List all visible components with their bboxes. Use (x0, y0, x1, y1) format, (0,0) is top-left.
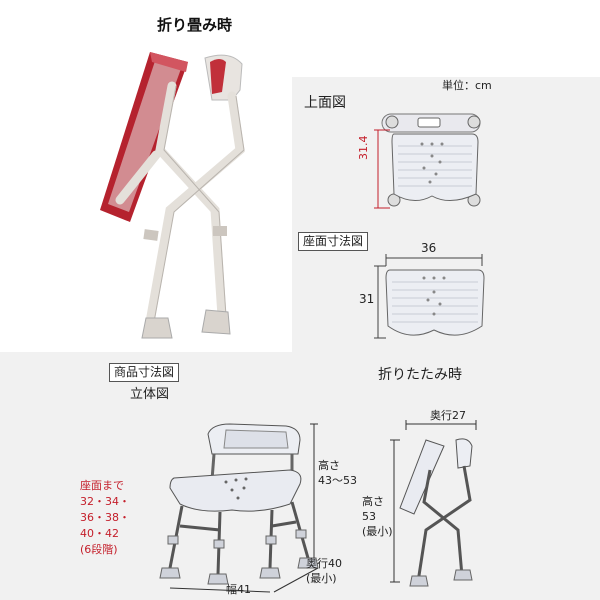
seat-dims-label: 座面寸法図 (298, 232, 369, 252)
seat-height-line: 座面まで (80, 479, 124, 492)
seat-height-line: (6段階) (80, 543, 118, 556)
seat-height-line: 36・38・ (80, 511, 130, 524)
seat-height-line: 40・42 (80, 527, 119, 540)
top-view-depth: 31.4 (357, 135, 370, 161)
unit-label: 単位：cm (442, 79, 492, 92)
depth-line: 奥行40 (306, 557, 342, 570)
seat-width-value: 36 (421, 241, 437, 255)
seat-dims-diagram (374, 254, 485, 339)
folded-depth: 奥行27 (430, 409, 466, 422)
folded-height-line: (最小) (362, 525, 393, 538)
seat-height-note: 座面まで 32・34・ 36・38・ 40・42 (6段階) (80, 478, 130, 558)
top-view-diagram (374, 113, 481, 209)
top-view-label: 上面図 (304, 95, 346, 111)
folded-label: 折りたたみ時 (378, 367, 462, 383)
width-value: 幅41 (226, 583, 251, 596)
seat-depth-value: 31 (359, 292, 375, 306)
product-dims-label: 商品寸法図 (109, 363, 180, 383)
depth-note: 奥行40 (最小) (306, 556, 342, 586)
chair-3d-diagram (159, 423, 319, 593)
height-line: 43〜53 (318, 474, 357, 487)
folded-chair-photo (100, 52, 245, 339)
depth-line: (最小) (306, 572, 337, 585)
seat-height-line: 32・34・ (80, 495, 130, 508)
height-note: 高さ 43〜53 (318, 458, 357, 488)
folded-height-note: 高さ 53 (最小) (362, 494, 393, 539)
height-line: 高さ (318, 459, 340, 472)
photo-caption: 折り畳み時 (157, 16, 233, 34)
folded-chair-diagram (390, 420, 477, 587)
folded-height-line: 53 (362, 510, 376, 523)
view-label: 立体図 (130, 387, 170, 402)
folded-height-line: 高さ (362, 495, 384, 508)
